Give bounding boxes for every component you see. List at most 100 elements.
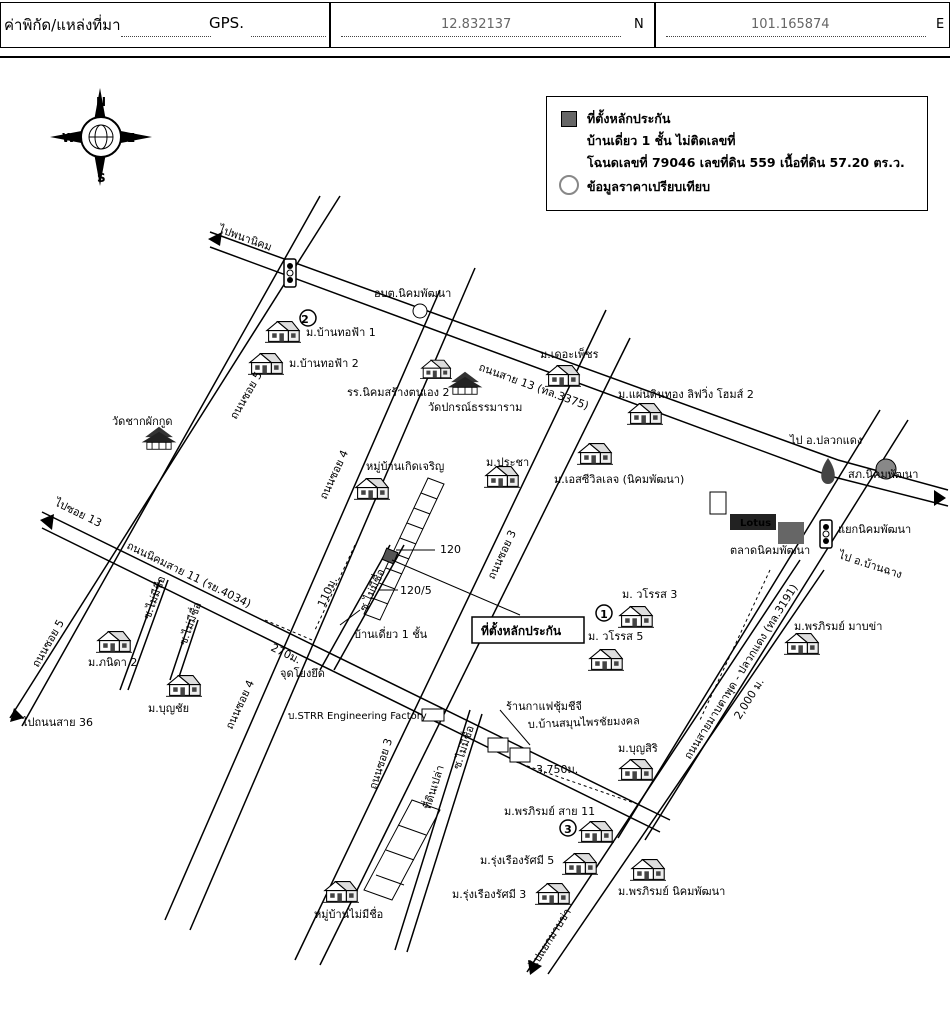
label-phon-mabcha: ม.พรภิรมย์ มาบข่า xyxy=(794,620,882,633)
lot-grid xyxy=(363,477,445,901)
compass-rose-icon: N S W E xyxy=(50,88,152,186)
compass-n: N xyxy=(96,95,106,109)
label-collateral-box: ที่ตั้งหลักประกัน xyxy=(481,621,562,638)
label-phon-nikhom: ม.พรภิรมย์ นิคมพัฒนา xyxy=(618,885,725,898)
comparable-circle-icon xyxy=(559,175,579,195)
house-icon xyxy=(784,633,820,655)
traffic-light-icon xyxy=(283,258,297,288)
temple-icon xyxy=(141,426,177,450)
label-to-ban-chang: ไป อ.บ้านฉาง xyxy=(836,548,904,581)
label-to-road36: ไปถนนสาย 36 xyxy=(21,716,93,729)
house-icon xyxy=(562,853,598,875)
label-moo-nameless: หมู่บ้านไม่มีชื่อ xyxy=(314,906,383,921)
compass-s: S xyxy=(97,171,106,185)
house-icon xyxy=(618,606,654,628)
lotus-logo-icon xyxy=(730,514,776,530)
label-wat-pakorn: วัดปกรณ์ธรรมาราม xyxy=(428,401,522,414)
label-soi4-mid: ถนนซอย 4 xyxy=(317,448,351,501)
traffic-light-icon xyxy=(819,519,833,549)
school-icon xyxy=(420,359,452,380)
label-worasa5: ม. วโรรส 5 xyxy=(588,629,643,643)
label-panida: ม.ภนิดา 2 xyxy=(88,656,137,669)
label-abt: อบต.นิคมพัฒนา xyxy=(374,287,451,300)
house-icon xyxy=(618,759,654,781)
label-coffee: ร้านกาแฟชุ้มชีจี xyxy=(506,700,582,713)
label-herb: บ.บ้านสมุนไพรชัยมงคล xyxy=(528,714,640,731)
longitude-value: 101.165874 xyxy=(751,17,830,32)
factory-icon xyxy=(421,708,445,722)
temple-icon xyxy=(447,371,483,395)
label-bunchai: ม.บุญชัย xyxy=(148,702,189,715)
comparable-2-icon xyxy=(299,309,317,327)
collateral-marker[interactable] xyxy=(381,547,399,565)
comparable-1-icon xyxy=(595,604,613,622)
label-wat-chak: วัดชากผักกูด xyxy=(112,415,173,428)
label-worasa3: ม. วโรรส 3 xyxy=(622,587,677,601)
label-school: รร.นิคมสร้างตนเอง 2 xyxy=(347,386,450,399)
latitude-cell: 12.832137 N xyxy=(330,2,655,48)
latitude-unit: N xyxy=(634,17,644,32)
market-icon xyxy=(778,522,804,544)
house-icon xyxy=(265,321,301,343)
label-lotus: Lotus xyxy=(740,518,771,529)
num-3: 3 xyxy=(564,823,572,836)
police-station-icon xyxy=(875,458,897,480)
location-map: N S W E xyxy=(9,88,949,975)
label-market: ตลาดนิคมพัฒนา xyxy=(730,544,810,557)
label-sc-villa: ม.เอสซีวิลเลจ (นิคมพัฒนา) xyxy=(554,473,684,486)
label-dist3750: 3,750ม. xyxy=(536,763,578,776)
label-phaendin: ม.แผ่นดินทอง ลิฟวิ่ง โฮมส์ 2 xyxy=(618,386,754,401)
house-icon xyxy=(588,649,624,671)
label-sakon: สภ.นิคมพัฒนา xyxy=(848,468,918,481)
ptt-station-icon xyxy=(821,458,835,484)
label-start-point: จุดโยงยึด xyxy=(280,666,325,680)
longitude-unit: E xyxy=(936,17,945,32)
label-rungruang3: ม.รุ่งเรืองรัศมี 3 xyxy=(452,888,526,901)
num-2: 2 xyxy=(301,313,309,326)
label-soi5-top: ถนนซอย 5 xyxy=(227,369,265,421)
label-soi-nameless2: ซ.ไม่มีชื่อ xyxy=(139,574,169,621)
herb-shop-icon xyxy=(509,747,531,763)
house-icon xyxy=(535,883,571,905)
house-icon xyxy=(166,675,202,697)
roads xyxy=(9,195,949,975)
seven-eleven-icon xyxy=(709,491,727,515)
label-house: บ้านเดี่ยว 1 ชั้น xyxy=(354,626,428,641)
label-lot120-5: 120/5 xyxy=(400,584,432,597)
latitude-value: 12.832137 xyxy=(441,17,512,32)
label-thofa2: ม.บ้านทอฟ้า 2 xyxy=(289,357,359,370)
longitude-cell: 101.165874 E xyxy=(655,2,950,48)
coord-label: ค่าพิกัด/แหล่งที่มา xyxy=(4,16,121,34)
house-icon xyxy=(627,403,663,425)
compass-e: E xyxy=(127,131,135,145)
label-soi5-left: ถนนซอย 5 xyxy=(29,617,67,669)
house-icon xyxy=(630,859,666,881)
label-to-maptaput: ไปแยกมาบข่า xyxy=(527,906,574,970)
collateral-swatch-icon xyxy=(561,111,577,127)
label-soi4-low: ถนนซอย 4 xyxy=(223,678,257,731)
label-phon11: ม.พรภิรมย์ สาย 11 xyxy=(504,805,595,818)
house-icon xyxy=(96,631,132,653)
house-icon xyxy=(578,821,614,843)
comparable-3-icon xyxy=(559,819,577,837)
legend-collateral-title: ที่ตั้งหลักประกัน xyxy=(587,111,671,126)
label-cell: ค่าพิกัด/แหล่งที่มา GPS. xyxy=(0,2,330,48)
compass-w: W xyxy=(62,131,75,145)
label-highway: ถนนสายมาบตาพุด - ปลวกแดง (ทล.3191) xyxy=(682,582,801,762)
district-office-icon xyxy=(412,303,428,319)
label-bunsiri: ม.บุญสิริ xyxy=(618,742,658,755)
legend-collateral-line3: โฉนดเลขที่ 79046 เลขที่ดิน 559 เนื้อที่ด… xyxy=(587,155,905,170)
house-icon xyxy=(323,881,359,903)
label-lot120: 120 xyxy=(440,543,461,556)
house-icon xyxy=(484,466,520,488)
label-moo-koet: หมู่บ้านเกิดเจริญ xyxy=(366,460,444,473)
label-soi-nameless3: ซ.ไม่มีชื่อ xyxy=(175,600,205,647)
label-rungruang5: ม.รุ่งเรืองรัศมี 5 xyxy=(480,854,554,867)
label-factory: บ.STRR Engineering Factory xyxy=(288,711,427,722)
house-icon xyxy=(354,478,390,500)
house-icon xyxy=(545,365,581,387)
source-value: GPS. xyxy=(209,14,244,32)
label-to-pluak: ไป อ.ปลวกแดง xyxy=(789,434,862,447)
num-1: 1 xyxy=(600,608,608,621)
label-thofa1: ม.บ้านทอฟ้า 1 xyxy=(306,326,376,339)
